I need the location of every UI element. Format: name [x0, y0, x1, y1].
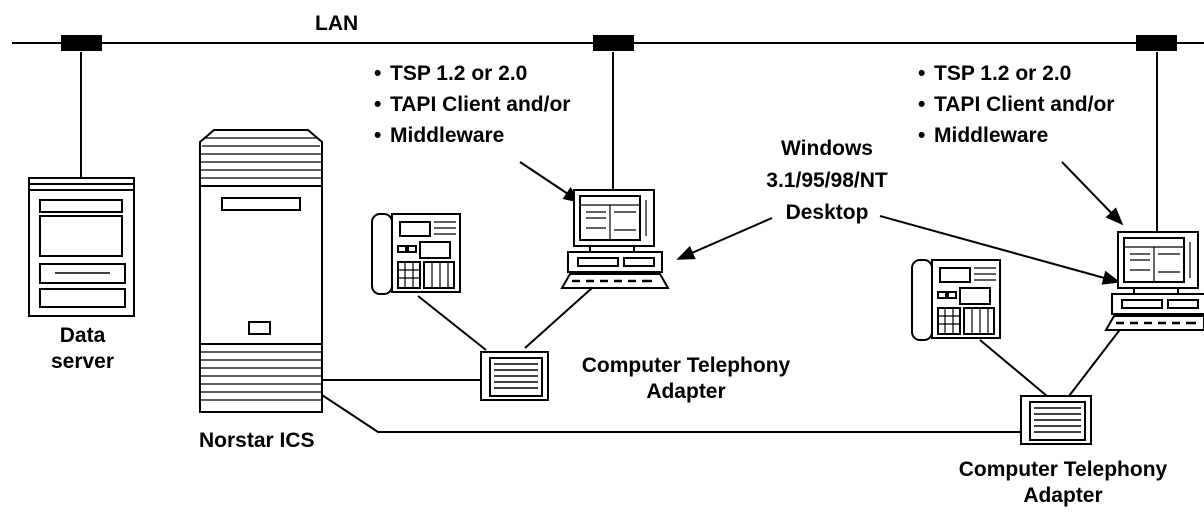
software-right-item-middleware: Middleware — [918, 120, 1114, 151]
arrow-software-to-pc-right — [1061, 161, 1124, 226]
cta-right-label-line-1: Computer Telephony — [958, 458, 1168, 481]
desktop-pc-right-icon — [1104, 231, 1204, 331]
cta-center-label: Computer Telephony Adapter — [560, 353, 812, 405]
desktop-pc-center-icon — [560, 189, 670, 289]
cable-phone-to-cta-center — [417, 295, 487, 351]
cta-right-label-line-2: Adapter — [1023, 484, 1103, 507]
cta-center-label-line-1: Computer Telephony — [581, 354, 791, 377]
cable-pc-to-cta-center — [524, 287, 593, 349]
software-left-item-middleware: Middleware — [374, 120, 570, 151]
arrow-windows-to-pc-right — [879, 215, 1121, 285]
norstar-ics-icon — [199, 129, 323, 413]
data-server-label-line-2: server — [50, 350, 115, 373]
software-right-item-tapi: TAPI Client and/or — [918, 89, 1114, 120]
windows-label-line-2: 3.1/95/98/NT — [766, 169, 888, 192]
cta-right-icon — [1020, 395, 1092, 445]
windows-label-line-1: Windows — [781, 137, 873, 160]
cable-ics-to-cta-right — [321, 394, 1023, 433]
data-server-label: Data server — [30, 323, 135, 375]
lan-connector-server — [61, 35, 102, 51]
lan-connector-pc-center — [593, 35, 634, 51]
cta-center-label-line-2: Adapter — [646, 380, 726, 403]
telephone-right-icon — [911, 259, 1001, 341]
windows-desktop-label: Windows 3.1/95/98/NT Desktop — [712, 133, 942, 229]
software-right-item-tsp: TSP 1.2 or 2.0 — [918, 58, 1114, 89]
windows-label-line-3: Desktop — [785, 201, 869, 224]
cable-phone-to-cta-right — [979, 339, 1048, 397]
software-left-item-tsp: TSP 1.2 or 2.0 — [374, 58, 570, 89]
lan-connector-pc-right — [1136, 35, 1177, 51]
arrow-windows-to-pc-center — [676, 217, 773, 260]
software-left-item-tapi: TAPI Client and/or — [374, 89, 570, 120]
cta-center-icon — [480, 351, 549, 401]
norstar-ics-label: Norstar ICS — [199, 429, 315, 452]
data-server-icon — [28, 177, 135, 317]
telephone-center-icon — [371, 213, 461, 295]
lan-label: LAN — [315, 12, 359, 35]
software-list-right: TSP 1.2 or 2.0 TAPI Client and/or Middle… — [918, 58, 1114, 151]
arrow-software-to-pc-center — [519, 161, 582, 203]
data-server-label-line-1: Data — [59, 324, 106, 347]
software-list-left: TSP 1.2 or 2.0 TAPI Client and/or Middle… — [374, 58, 570, 151]
cta-right-label: Computer Telephony Adapter — [937, 457, 1189, 509]
